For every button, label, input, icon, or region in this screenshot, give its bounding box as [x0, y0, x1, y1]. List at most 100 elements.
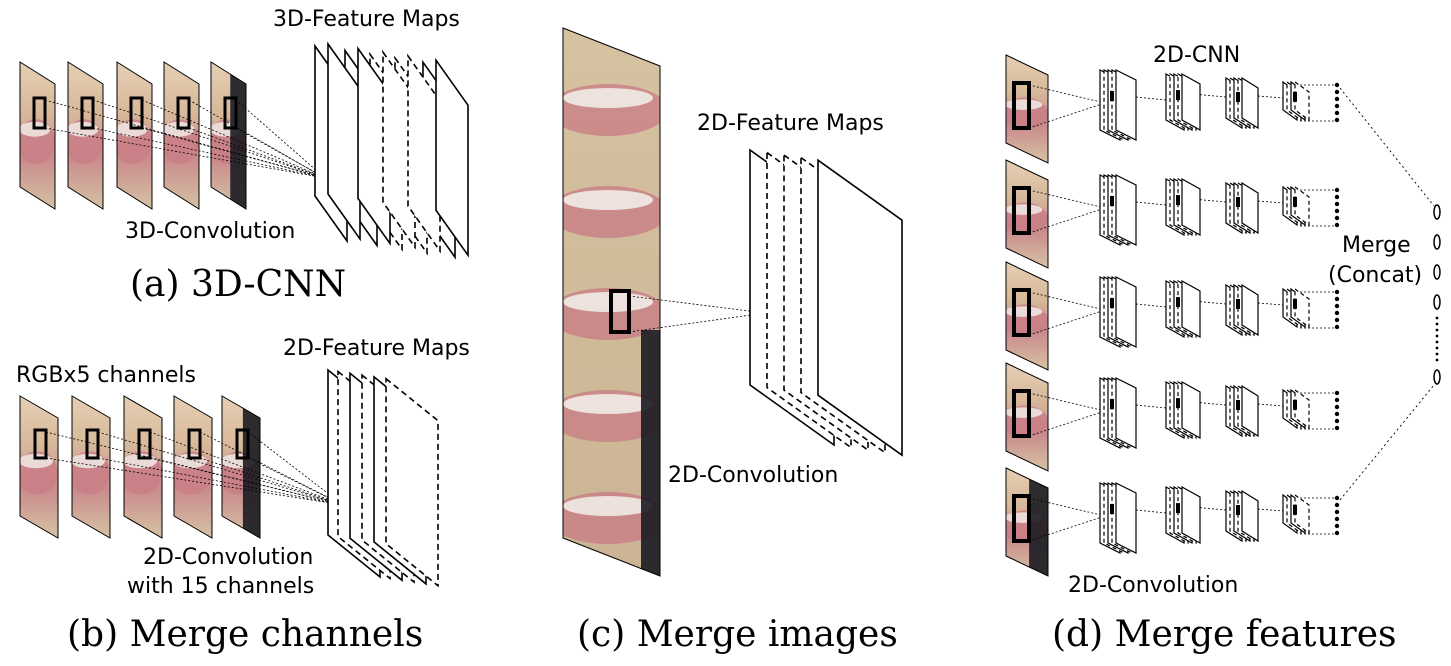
- panel-d-row-3-link-2: [1257, 403, 1284, 407]
- panel-d-row-2-line-top: [1028, 291, 1106, 311]
- panel-c-map-plane-4: [817, 158, 903, 457]
- panel-d-row-0-line-bottom: [1028, 102, 1106, 129]
- panel-d-caption: (d) Merge features: [1052, 614, 1396, 655]
- panel-b-line-bottom-3: [199, 457, 344, 506]
- panel-a-frame-1: [67, 61, 104, 210]
- panel-a-convolution-label: 3D-Convolution: [125, 219, 295, 244]
- panel-d-merge-node-1: [1433, 234, 1441, 250]
- panel-d-row-3-stack-0-plane-4: [1115, 377, 1137, 449]
- panel-d-row-1-link-1: [1199, 199, 1227, 203]
- panel-d-row-4-link-1: [1199, 507, 1227, 511]
- panel-d-row-4: [1005, 467, 1340, 577]
- panel-d-row-2-link-2: [1257, 302, 1284, 306]
- panel-a-line-bottom-4: [235, 127, 326, 179]
- panel-d-row-4-stack-2-plane-4: [1241, 489, 1259, 543]
- panel-b-convolution-label-line2: with 15 channels: [127, 574, 314, 599]
- panel-d-row-3-feature-dot-5: [1334, 425, 1340, 431]
- panel-d-row-2-frame-teeth: [1006, 306, 1043, 317]
- panel-d-merge-features: 2D-CNN Merge (Concat) 2D-Convolution (d)…: [1005, 43, 1441, 655]
- panel-d-row-2-link-0: [1135, 303, 1167, 308]
- panel-d-merge-ellipsis-dot-6: [1435, 352, 1439, 356]
- panel-d-row-3-link-1: [1199, 402, 1227, 406]
- panel-c-shadow: [641, 330, 660, 576]
- panel-b-frame-1-content: [72, 396, 110, 538]
- panel-d-merge-node-0: [1433, 204, 1441, 220]
- panel-d-row-3: [1005, 362, 1340, 472]
- panel-d-row-0-stack-2-kernel: [1236, 92, 1240, 102]
- panel-b-frame-2: [123, 395, 163, 539]
- panel-b-channels-label: RGBx5 channels: [16, 363, 196, 388]
- panel-d-row-3-frame-border: [1005, 362, 1049, 472]
- panel-d-row-4-frame-content: [1006, 468, 1048, 576]
- panel-b-line-bottom-1: [97, 457, 344, 506]
- panel-b-frame-3-content: [174, 396, 212, 538]
- panel-a-frame-4-border: [210, 61, 247, 210]
- panel-b-frame-4: [221, 395, 261, 539]
- panel-a-line-top-2: [141, 99, 326, 179]
- panel-c-stacked-image-strip: [562, 27, 661, 577]
- panel-d-row-4-frame-shadow: [1029, 468, 1048, 576]
- panel-b-frame-3-border: [173, 395, 213, 539]
- panel-d-row-3-link-0: [1135, 404, 1167, 409]
- panel-d-row-2-feature-dot-2: [1334, 303, 1340, 309]
- panel-a-frame-2-content: [117, 62, 152, 209]
- panel-b-line-bottom-4: [247, 457, 344, 506]
- panel-d-merge-node-4: [1433, 369, 1441, 385]
- panel-a-line-bottom-1: [92, 127, 326, 179]
- panel-a-kernel-4: [223, 96, 238, 130]
- panel-d-row-3-feature-dot-2: [1334, 404, 1340, 410]
- panel-b-frame-2-content: [124, 396, 162, 538]
- panel-d-merge-node-2: [1433, 264, 1441, 280]
- panel-d-row-4-feature-dot-1: [1334, 502, 1340, 508]
- panel-a-line-top-4: [235, 99, 326, 179]
- panel-a-line-bottom-0: [44, 127, 326, 179]
- panel-c-kernel: [609, 289, 631, 334]
- panel-d-merge-ellipsis-dot-3: [1435, 334, 1439, 338]
- panel-a-kernel-0: [32, 96, 47, 130]
- panel-d-row-3-line-bottom: [1028, 410, 1106, 437]
- panel-d-row-4-stack-2-kernel: [1236, 505, 1240, 515]
- panel-d-row-0-link-0: [1135, 96, 1167, 101]
- panel-a-frame-0-content: [20, 62, 55, 209]
- panel-d-row-2-frame-border: [1005, 261, 1049, 371]
- panel-a-map-back-plane-3: [407, 53, 441, 254]
- panel-a-frame-3-border: [163, 61, 200, 210]
- panel-a-frame-2: [116, 61, 153, 210]
- panel-d-row-3-frame-teeth: [1006, 407, 1043, 418]
- panel-d-cnn-label: 2D-CNN: [1153, 43, 1240, 68]
- panel-a-frame-3: [163, 61, 200, 210]
- panel-d-row-0-stack-1-kernel: [1176, 90, 1180, 101]
- panel-d-row-3-feature-dot-4: [1334, 418, 1340, 424]
- panel-d-row-0-frame-teeth: [1006, 99, 1043, 110]
- panel-d-row-0-feature-dot-4: [1334, 110, 1340, 116]
- panel-d-merge-link-bottom: [1339, 384, 1435, 501]
- panel-d-row-1-stack-3-kernel: [1293, 196, 1297, 207]
- panel-d-merge-label-line1: Merge: [1342, 233, 1411, 258]
- panel-d-merge-node-3: [1433, 294, 1441, 310]
- panel-d-row-4-feature-dot-3: [1334, 516, 1340, 522]
- panel-d-row-0-feature-dot-3: [1334, 103, 1340, 109]
- panel-d-row-2-feature-dot-0: [1334, 289, 1340, 295]
- panel-d-row-3-feature-dot-1: [1334, 397, 1340, 403]
- panel-d-row-0-line-top: [1028, 84, 1106, 104]
- panel-b-line-top-3: [199, 431, 344, 506]
- panel-d-row-2-line-bottom: [1028, 309, 1106, 336]
- panel-b-frame-0-border: [19, 395, 59, 539]
- panel-d-row-0-stack-0-plane-4: [1115, 69, 1137, 141]
- panel-d-row-1-stack-2-kernel: [1236, 197, 1240, 207]
- panel-c-connection-lines: [628, 295, 766, 333]
- panel-c-teeth-0: [563, 88, 653, 108]
- panel-d-row-1-stack-1-kernel: [1176, 195, 1180, 206]
- panel-d-row-0-feature-dot-0: [1334, 82, 1340, 88]
- panel-a-3d-cnn: 3D-Feature Maps 3D-Convolution (a) 3D-CN…: [19, 7, 469, 305]
- panel-a-frame-0: [19, 61, 56, 210]
- panel-d-row-3-kernel: [1012, 389, 1031, 438]
- panel-d-row-1-line-bottom: [1028, 207, 1106, 234]
- panel-b-kernel-3: [187, 428, 202, 460]
- panel-d-row-4-feature-dot-5: [1334, 530, 1340, 536]
- panel-c-strip-border: [562, 27, 661, 577]
- panel-c-2d-feature-maps: [749, 148, 903, 457]
- panel-d-row-3-line-top: [1028, 392, 1106, 412]
- panel-d-row-1-stack-2-plane-4: [1241, 181, 1259, 235]
